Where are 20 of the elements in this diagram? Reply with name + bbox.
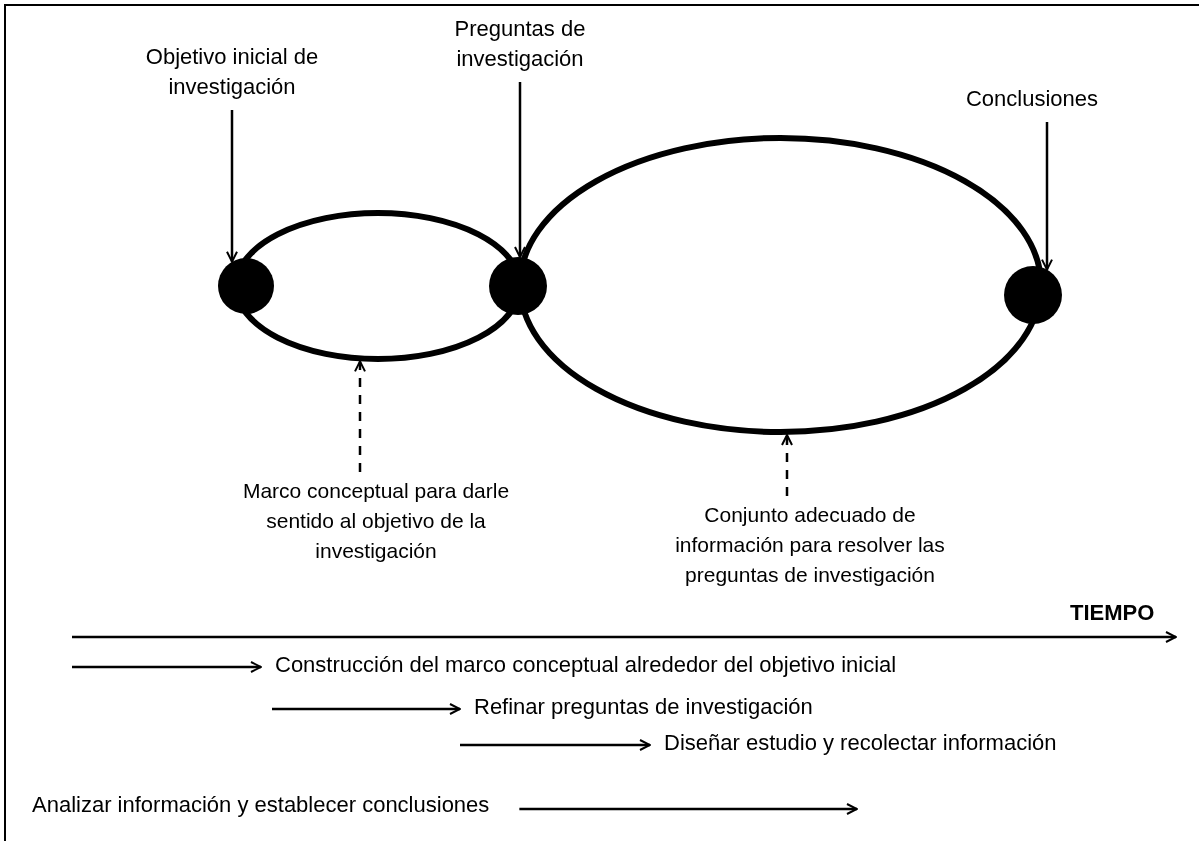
arrow <box>272 703 461 715</box>
dashed-arrow <box>354 360 366 472</box>
node-label: Marco conceptual para darle sentido al objetivo de la investigación <box>240 476 512 566</box>
arrow <box>460 739 651 751</box>
activity-label: Construcción del marco conceptual alrededor del objetivo inicial <box>275 650 897 680</box>
arrow <box>1041 122 1053 271</box>
node-label: Conjunto adecuado de información para resolver las preguntas de investigación <box>650 500 970 590</box>
arrow <box>519 803 858 815</box>
node-label: Objetivo inicial de investigación <box>100 42 364 102</box>
activity-label: Diseñar estudio y recolectar información <box>664 728 1057 758</box>
dashed-arrow <box>781 433 793 496</box>
node-dot <box>218 258 274 314</box>
node-label: Conclusiones <box>940 84 1124 114</box>
axis-label: TIEMPO <box>1070 599 1155 627</box>
arrow <box>72 661 262 673</box>
activity-label: Analizar información y establecer conclusiones <box>32 790 490 820</box>
node-label: Preguntas de investigación <box>420 14 620 74</box>
arrow <box>514 82 526 259</box>
arrow <box>226 110 238 263</box>
activity-label: Refinar preguntas de investigación <box>474 692 813 722</box>
